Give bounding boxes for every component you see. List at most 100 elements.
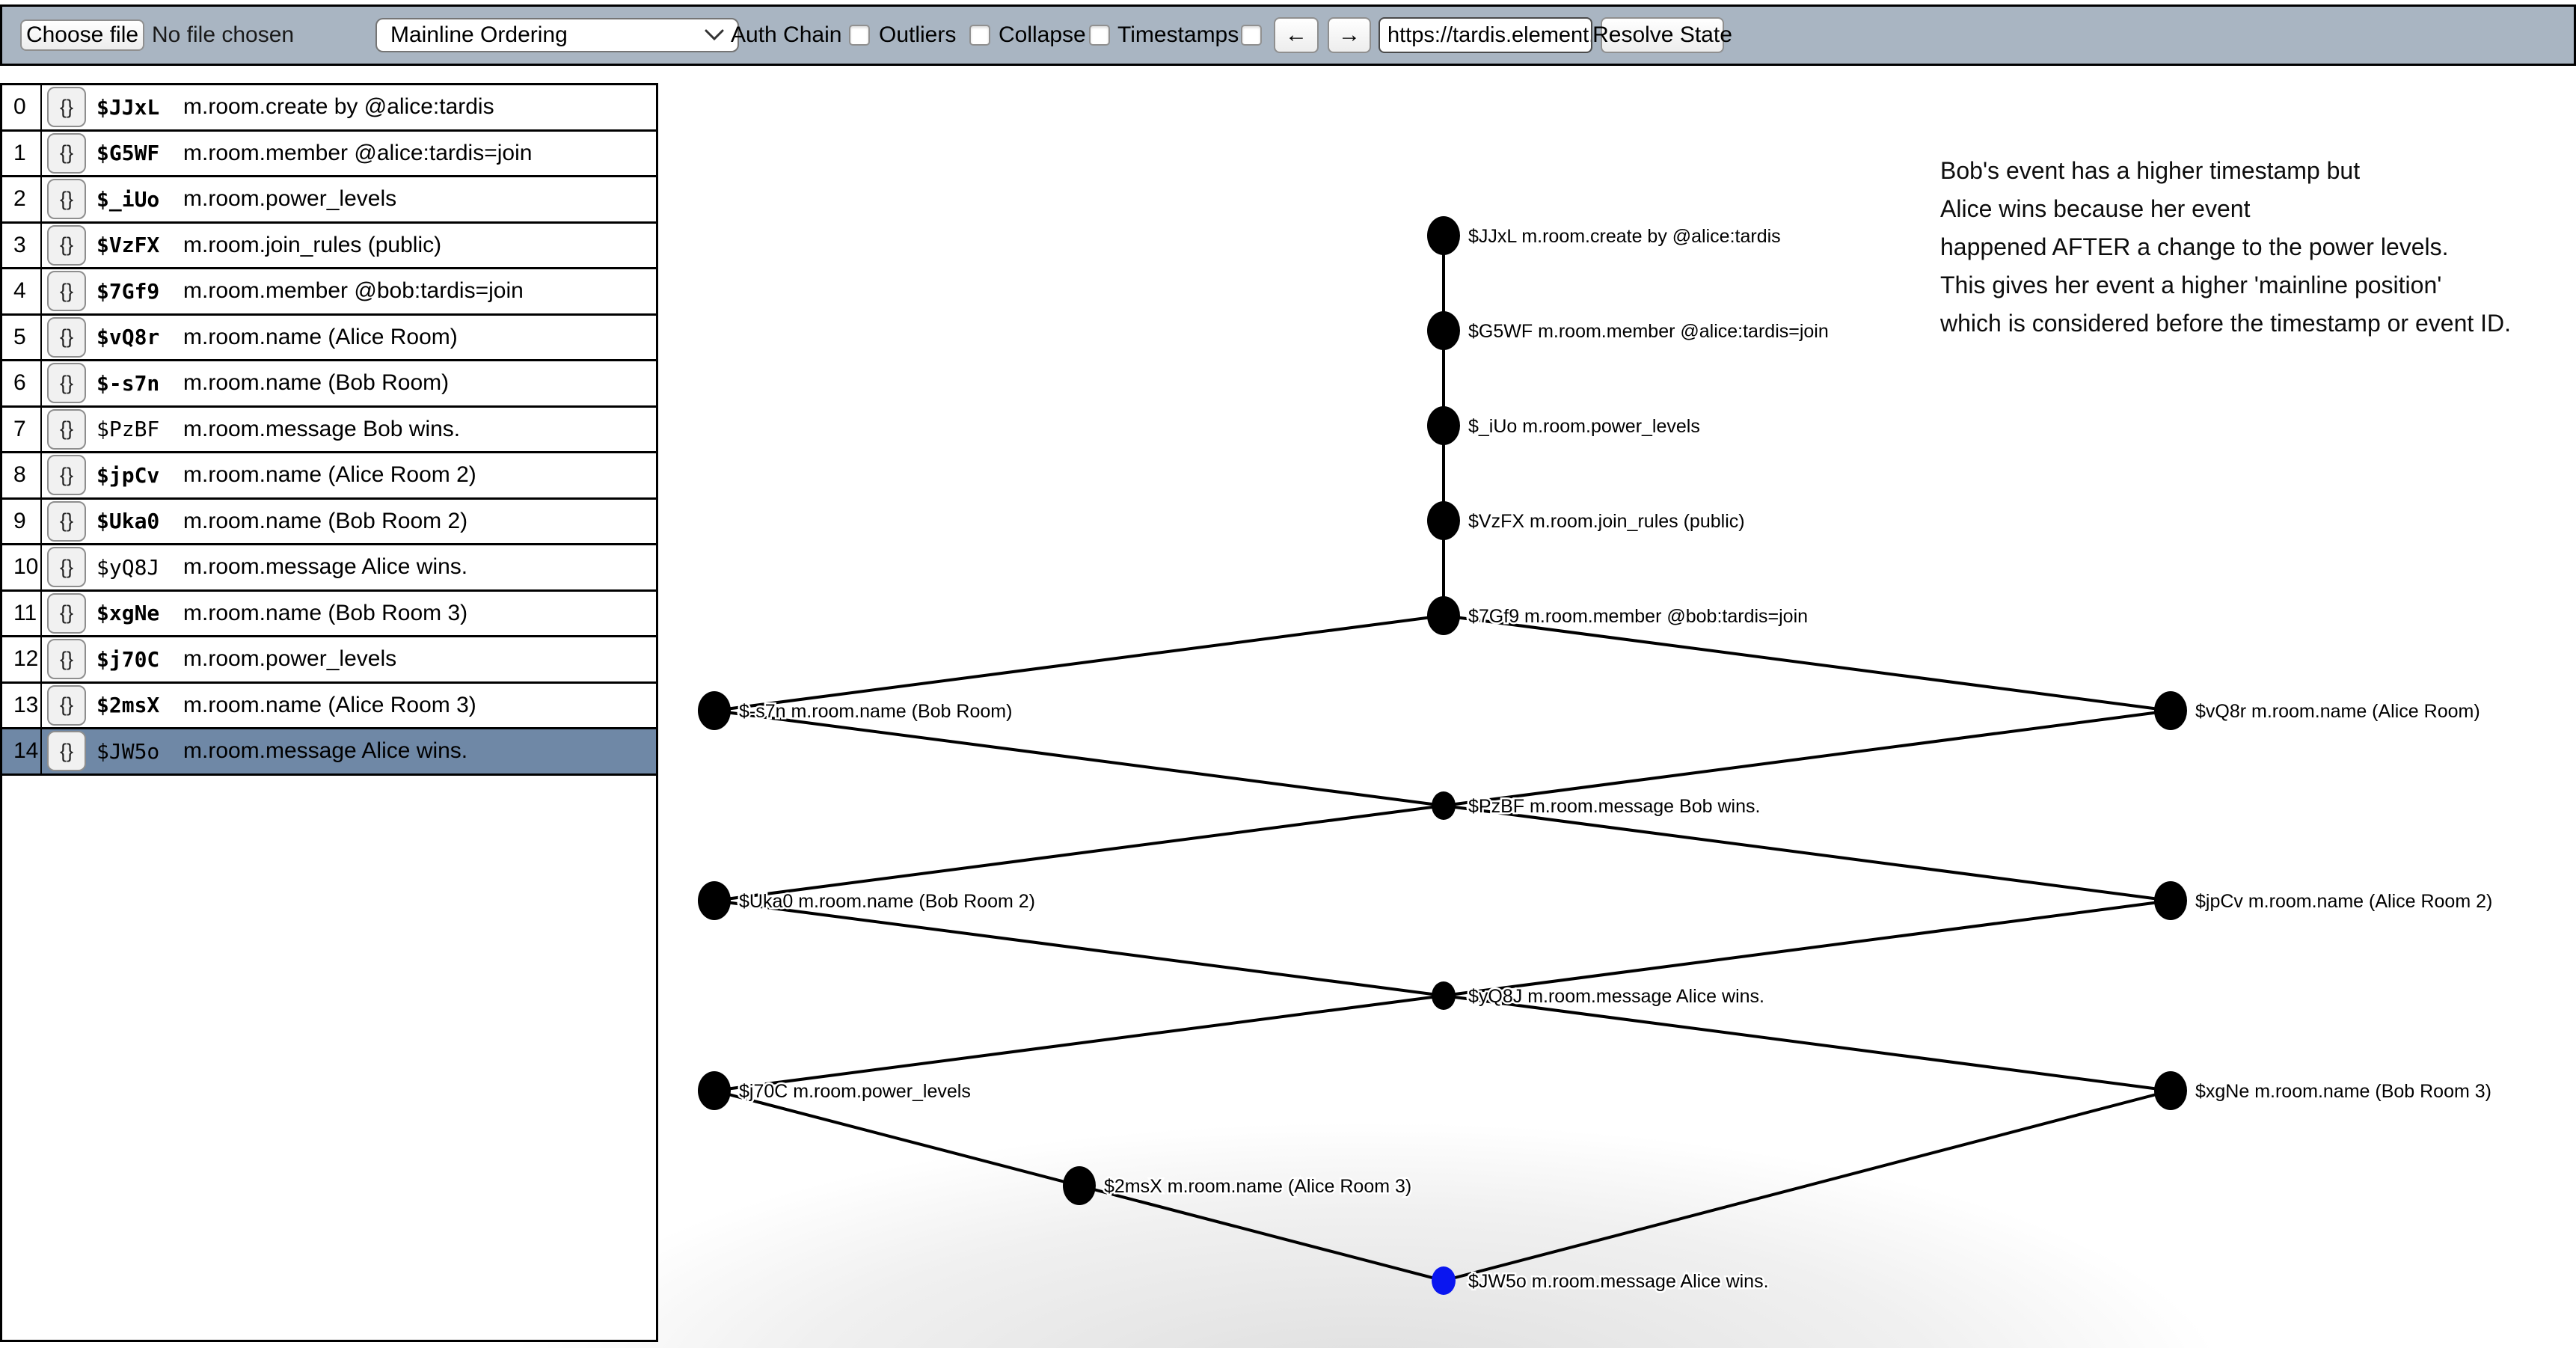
view-json-button[interactable]: {} (47, 731, 86, 772)
dag-node-$vQ8r[interactable] (2154, 691, 2187, 730)
event-index: 6 (2, 361, 42, 405)
dag-node-$Uka0[interactable] (698, 881, 731, 920)
server-url-input[interactable]: https://tardis.element.dev (1379, 17, 1592, 53)
view-json-button[interactable]: {} (47, 316, 86, 358)
dag-node-label: $JJxL m.room.create by @alice:tardis (1468, 226, 1781, 247)
dag-node-label: $Uka0 m.room.name (Bob Room 2) (739, 891, 1035, 912)
ordering-select-value: Mainline Ordering (390, 22, 568, 47)
explanation-line: Bob's event has a higher timestamp but (1940, 157, 2361, 184)
dag-node-label: $yQ8J m.room.message Alice wins. (1468, 986, 1764, 1007)
dag-node-$yQ8J[interactable] (1432, 981, 1456, 1010)
event-list-row-7[interactable]: 7 {} $PzBF m.room.message Bob wins. (2, 407, 656, 453)
view-json-button[interactable]: {} (47, 455, 86, 496)
dag-node-$xgNe[interactable] (2154, 1071, 2187, 1110)
explanation-line: This gives her event a higher 'mainline … (1940, 272, 2442, 298)
dag-node-$2msX[interactable] (1063, 1166, 1096, 1205)
event-description: m.room.member @bob:tardis=join (183, 278, 524, 304)
event-index: 13 (2, 683, 42, 727)
event-id: $_iUo (96, 186, 160, 212)
resolve-state-button[interactable]: Resolve State (1592, 17, 1732, 53)
event-index: 11 (2, 591, 42, 635)
view-json-button[interactable]: {} (47, 87, 86, 128)
forward-button[interactable]: → (1328, 17, 1371, 53)
checkbox-outliers[interactable] (969, 25, 990, 46)
event-id: $7Gf9 (96, 278, 160, 304)
checkbox-label-outliers: Outliers (879, 22, 957, 47)
dag-node-label: $_iUo m.room.power_levels (1468, 416, 1700, 437)
dag-node-$G5WF[interactable] (1427, 311, 1460, 350)
event-list-row-14[interactable]: 14 {} $JW5o m.room.message Alice wins. (2, 729, 656, 776)
dag-node-$JJxL[interactable] (1427, 216, 1460, 255)
checkbox-label-timestamps: Timestamps (1117, 22, 1239, 47)
dag-node-$JW5o[interactable] (1432, 1266, 1456, 1295)
view-json-button[interactable]: {} (47, 684, 86, 726)
event-description: m.room.name (Bob Room 3) (183, 600, 468, 625)
event-id: $Uka0 (96, 509, 160, 534)
dag-node-$7Gf9[interactable] (1427, 596, 1460, 635)
dag-node-$_iUo[interactable] (1427, 406, 1460, 445)
view-json-button[interactable]: {} (47, 179, 86, 220)
dag-node-$-s7n[interactable] (698, 691, 731, 730)
event-list-row-12[interactable]: 12 {} $j70C m.room.power_levels (2, 637, 656, 684)
event-list-row-5[interactable]: 5 {} $vQ8r m.room.name (Alice Room) (2, 315, 656, 361)
chevron-down-icon (705, 29, 724, 41)
event-description: m.room.name (Bob Room) (183, 370, 450, 396)
view-json-button[interactable]: {} (47, 271, 86, 312)
explanation-line: which is considered before the timestamp… (1940, 310, 2512, 337)
event-index: 4 (2, 269, 42, 313)
view-json-button[interactable]: {} (47, 547, 86, 588)
dag-node-$j70C[interactable] (698, 1071, 731, 1110)
dag-edge (714, 1089, 1080, 1187)
event-description: m.room.name (Alice Room 3) (183, 692, 476, 717)
event-list-row-11[interactable]: 11 {} $xgNe m.room.name (Bob Room 3) (2, 591, 656, 637)
view-json-button[interactable]: {} (47, 408, 86, 450)
event-list-row-4[interactable]: 4 {} $7Gf9 m.room.member @bob:tardis=joi… (2, 269, 656, 316)
dag-node-$jpCv[interactable] (2154, 881, 2187, 920)
choose-file-button[interactable]: Choose file (20, 19, 144, 51)
dag-node-label: $vQ8r m.room.name (Alice Room) (2195, 701, 2480, 722)
dag-node-label: $VzFX m.room.join_rules (public) (1468, 511, 1745, 532)
event-list-row-6[interactable]: 6 {} $-s7n m.room.name (Bob Room) (2, 361, 656, 408)
event-index: 12 (2, 637, 42, 681)
dag-node-$PzBF[interactable] (1432, 791, 1456, 820)
event-description: m.room.name (Alice Room) (183, 324, 458, 349)
event-list-row-8[interactable]: 8 {} $jpCv m.room.name (Alice Room 2) (2, 453, 656, 500)
dag-node-label: $G5WF m.room.member @alice:tardis=join (1468, 321, 1829, 342)
view-json-button[interactable]: {} (47, 592, 86, 634)
toolbar: Choose file No file chosen Mainline Orde… (0, 4, 2576, 66)
event-list-row-10[interactable]: 10 {} $yQ8J m.room.message Alice wins. (2, 545, 656, 592)
event-list-row-9[interactable]: 9 {} $Uka0 m.room.name (Bob Room 2) (2, 499, 656, 545)
view-json-button[interactable]: {} (47, 363, 86, 404)
event-id: $jpCv (96, 462, 160, 488)
view-json-button[interactable]: {} (47, 224, 86, 266)
view-json-button[interactable]: {} (47, 132, 86, 174)
view-json-button[interactable]: {} (47, 639, 86, 680)
view-json-button[interactable]: {} (47, 500, 86, 542)
event-id: $yQ8J (96, 554, 160, 580)
dag-node-label: $JW5o m.room.message Alice wins. (1468, 1271, 1769, 1292)
explanation-line: happened AFTER a change to the power lev… (1940, 233, 2449, 260)
event-index: 9 (2, 499, 42, 543)
dag-edge (1443, 1089, 2171, 1282)
dag-node-label: $7Gf9 m.room.member @bob:tardis=join (1468, 606, 1808, 627)
checkbox-auth-chain[interactable] (849, 25, 870, 46)
event-list-row-2[interactable]: 2 {} $_iUo m.room.power_levels (2, 177, 656, 224)
event-list-row-13[interactable]: 13 {} $2msX m.room.name (Alice Room 3) (2, 683, 656, 729)
event-id: $PzBF (96, 417, 160, 442)
event-index: 2 (2, 177, 42, 221)
dag-node-label: $xgNe m.room.name (Bob Room 3) (2195, 1081, 2491, 1102)
back-button[interactable]: ← (1274, 17, 1319, 53)
checkbox-collapse[interactable] (1089, 25, 1110, 46)
event-list-row-1[interactable]: 1 {} $G5WF m.room.member @alice:tardis=j… (2, 131, 656, 177)
dag-node-$VzFX[interactable] (1427, 501, 1460, 540)
event-list-row-3[interactable]: 3 {} $VzFX m.room.join_rules (public) (2, 223, 656, 269)
dag-edge (1443, 994, 2171, 1092)
event-list-row-0[interactable]: 0 {} $JJxL m.room.create by @alice:tardi… (2, 85, 656, 132)
dag-edge (1443, 899, 2171, 997)
dag-node-label: $j70C m.room.power_levels (739, 1081, 971, 1102)
checkbox-timestamps[interactable] (1241, 25, 1262, 46)
dag-edge (714, 614, 1444, 712)
dag-edge (714, 899, 1444, 997)
ordering-select[interactable]: Mainline Ordering (375, 18, 739, 52)
